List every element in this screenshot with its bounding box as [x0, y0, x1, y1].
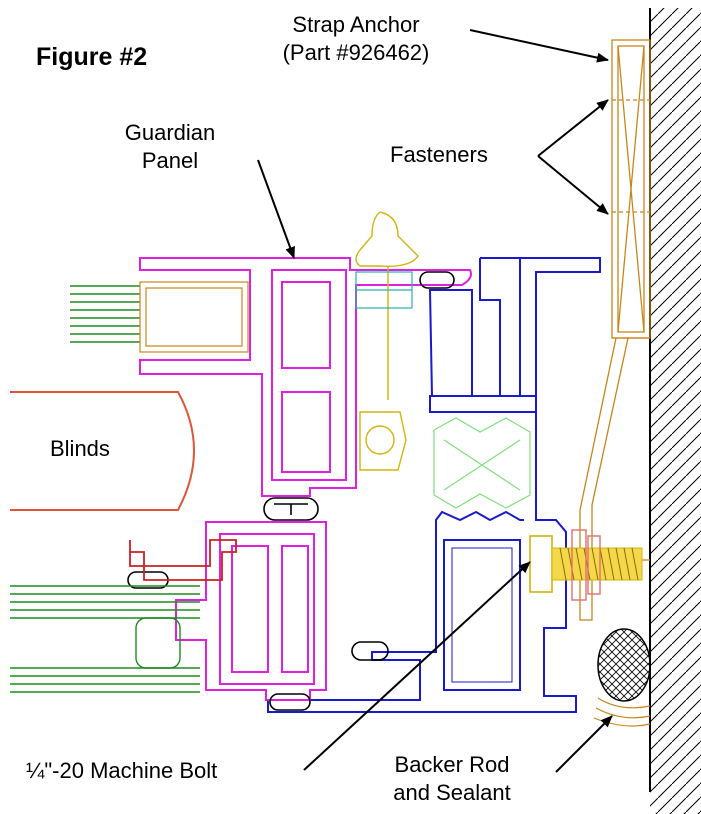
fasteners-label: Fasteners: [390, 142, 488, 167]
blinds-shape: [10, 391, 195, 511]
backer-rod-label: Backer Rod: [394, 752, 510, 777]
glazing-insert: [139, 281, 249, 353]
guardian-label: Guardian: [124, 120, 216, 145]
leader-lines: [257, 29, 613, 773]
guardian-panel-frame: [139, 257, 472, 701]
strap-anchor-label: Strap Anchor: [292, 12, 420, 37]
operator-handle: [355, 211, 419, 471]
fastener-leader-lower: [537, 155, 609, 215]
thermal-break: [433, 417, 531, 509]
backer-rod-sealant: [593, 628, 651, 727]
fastener-leader-upper: [537, 99, 609, 157]
strap-anchor-leader: [469, 29, 609, 63]
guardian-panel-leader: [257, 159, 295, 259]
seal-gasket: [129, 539, 237, 581]
blinds-label: Blinds: [50, 436, 110, 461]
part-number-label: (Part #926462): [282, 40, 430, 65]
glazing-lower: [10, 585, 200, 693]
machine-bolt: [529, 529, 643, 601]
machine-bolt-label: ¼"-20 Machine Bolt: [26, 758, 218, 783]
panel-label: Panel: [141, 148, 199, 173]
sealant-label: and Sealant: [393, 780, 511, 805]
gaskets: [127, 271, 455, 711]
figure-title: Figure #2: [36, 43, 148, 71]
backer-rod-leader: [555, 715, 613, 773]
machine-bolt-leader: [303, 561, 531, 771]
operator-bracket: [355, 271, 413, 309]
glazing-upper: [70, 285, 140, 343]
wall: [649, 8, 701, 814]
strap-anchor: [579, 39, 651, 621]
